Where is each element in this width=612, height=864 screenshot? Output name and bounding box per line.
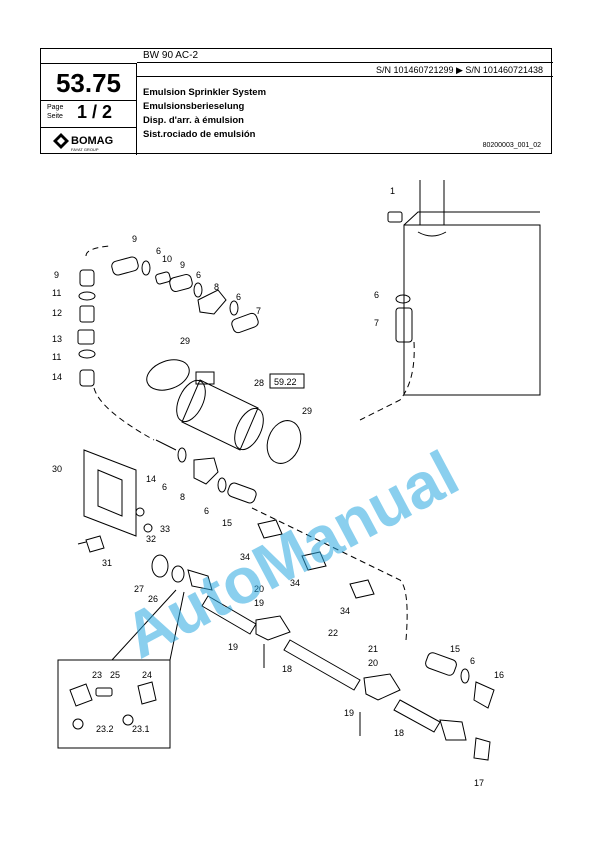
drawing-number: 80200003_001_02	[482, 142, 541, 149]
part-1-plug	[387, 211, 403, 223]
page-label: Page Seite	[47, 103, 63, 121]
title-fr: Disp. d'arr. à émulsion	[143, 115, 244, 126]
page-value: 1 / 2	[77, 102, 113, 122]
callout-6-mid2: 6	[236, 292, 241, 302]
section-number: 53.75	[41, 63, 137, 101]
callout-28: 28	[254, 378, 264, 388]
left-fitting-stack	[77, 269, 96, 387]
callout-6-right-low: 6	[470, 656, 475, 666]
callout-7-top: 7	[256, 306, 261, 316]
title-block: BW 90 AC-2 S/N 101460721299 ▶ S/N 101460…	[40, 48, 553, 155]
title-cell: Emulsion Sprinkler System Emulsionsberie…	[137, 77, 553, 155]
callout-9-mid: 9	[180, 260, 185, 270]
page-label-en: Page	[47, 104, 64, 111]
callout-32: 32	[146, 534, 156, 544]
callout-20-b: 20	[368, 658, 378, 668]
callout-16: 16	[494, 670, 504, 680]
callout-10: 10	[162, 254, 172, 264]
part-34-clamps	[257, 519, 375, 599]
callout-9-top: 9	[132, 234, 137, 244]
watermark: AutoManual	[113, 437, 470, 672]
model-name: BW 90 AC-2	[137, 49, 553, 63]
callout-12: 12	[52, 308, 62, 318]
callout-33: 33	[160, 524, 170, 534]
part-28-filter	[176, 371, 264, 451]
callout-13: 13	[52, 334, 62, 344]
callout-34-a: 34	[240, 552, 250, 562]
callout-17: 17	[474, 778, 484, 788]
exploded-parts-diagram: 59.22 1 6 7 9 6 10 9 6 8 6 7 9 11 12 13 …	[52, 180, 541, 788]
callout-15-mid: 15	[222, 518, 232, 528]
callout-19-a: 19	[254, 598, 264, 608]
callout-14-left: 14	[52, 372, 62, 382]
middle-hose-chain	[155, 439, 257, 504]
callout-20-a: 20	[254, 584, 264, 594]
callout-6-low2: 6	[204, 506, 209, 516]
top-hose-chain	[111, 256, 259, 334]
serial-range: S/N 101460721299 ▶ S/N 101460721438	[137, 63, 553, 77]
part-32-33-washers	[135, 507, 153, 533]
callout-1: 1	[390, 186, 395, 196]
callout-30: 30	[52, 464, 62, 474]
callout-9-left: 9	[54, 270, 59, 280]
callout-18-b: 18	[394, 728, 404, 738]
reference-box	[269, 373, 305, 389]
part-7-hose-right	[395, 307, 413, 343]
callout-15-right: 15	[450, 644, 460, 654]
callout-31: 31	[102, 558, 112, 568]
part-30-bracket	[83, 449, 137, 537]
callout-23: 23	[92, 670, 102, 680]
brand-sub: FAYAT GROUP	[71, 147, 99, 152]
title-es: Sist.rociado de emulsión	[143, 129, 256, 140]
page-indicator: Page Seite 1 / 2	[41, 101, 137, 128]
callout-21: 21	[368, 644, 378, 654]
callout-6-right: 6	[374, 290, 379, 300]
part-31-bolt	[77, 535, 105, 553]
callout-29-right: 29	[302, 406, 312, 416]
callout-11-a: 11	[52, 288, 61, 298]
callout-14-mid: 14	[146, 474, 156, 484]
part-29-clamp-rings	[146, 359, 302, 464]
callout-25: 25	[110, 670, 120, 680]
callout-7-right: 7	[374, 318, 379, 328]
callout-19-b: 19	[228, 642, 238, 652]
detail-inset	[57, 589, 185, 749]
callout-23-1: 23.1	[132, 724, 150, 734]
callout-27: 27	[134, 584, 144, 594]
spray-pipe-assembly	[151, 554, 491, 761]
tank-drawing	[403, 180, 541, 396]
callout-24: 24	[142, 670, 152, 680]
callout-29-top: 29	[180, 336, 190, 346]
callout-34-c: 34	[340, 606, 350, 616]
callout-6-low: 6	[162, 482, 167, 492]
callout-18-a: 18	[282, 664, 292, 674]
part-6-clamp-right	[395, 294, 411, 304]
callout-34-b: 34	[290, 578, 300, 588]
reference-box-label: 59.22	[274, 377, 297, 387]
callout-6-mid: 6	[196, 270, 201, 280]
page-label-de: Seite	[47, 113, 63, 120]
callout-8-low: 8	[180, 492, 185, 502]
callout-6-top: 6	[156, 246, 161, 256]
bomag-logo-icon: BOMAG FAYAT GROUP	[53, 133, 113, 152]
callout-8-top: 8	[214, 282, 219, 292]
callout-23-2: 23.2	[96, 724, 114, 734]
part-15-16-right-hose	[425, 652, 495, 709]
part-18-bolts	[263, 644, 361, 736]
callout-22: 22	[328, 628, 338, 638]
title-de: Emulsionsberieselung	[143, 101, 245, 112]
title-en: Emulsion Sprinkler System	[143, 87, 267, 98]
brand-name: BOMAG	[71, 135, 113, 147]
callout-11-b: 11	[52, 352, 61, 362]
bomag-logo: BOMAG FAYAT GROUP	[41, 128, 137, 155]
callout-26: 26	[148, 594, 158, 604]
callout-19-c: 19	[344, 708, 354, 718]
